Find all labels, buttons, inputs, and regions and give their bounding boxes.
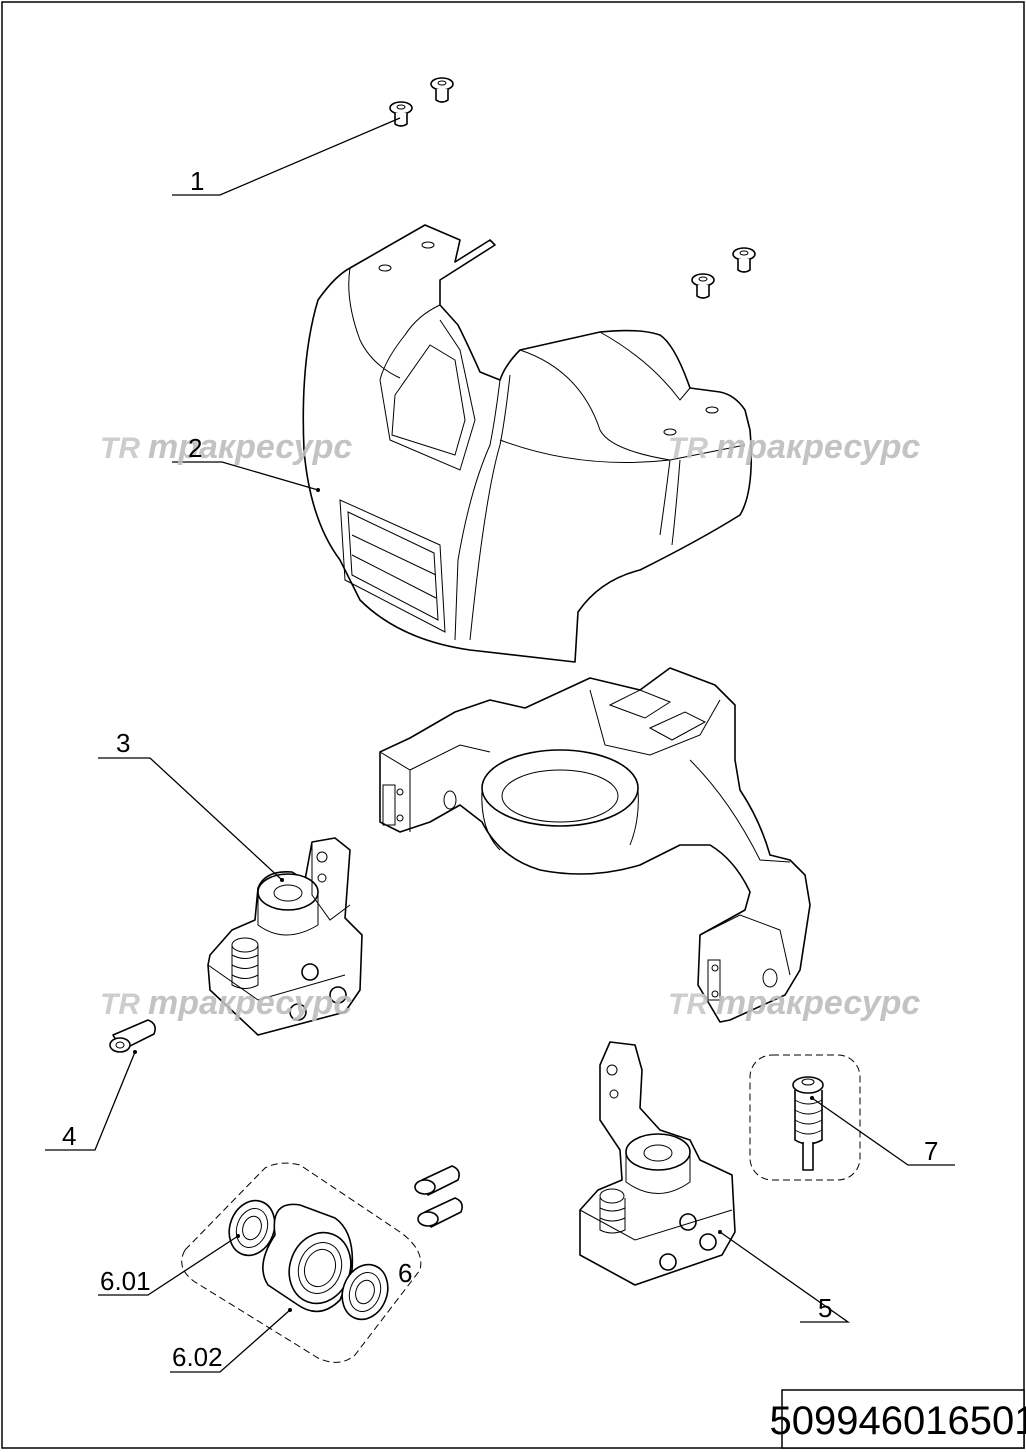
part-7-adjuster: [749, 1054, 861, 1181]
bearing-6-01-second: [341, 1263, 389, 1321]
bolts-pair-middle: [414, 1165, 463, 1228]
callout-2: 2: [188, 433, 202, 463]
callout-1: 1: [190, 166, 204, 196]
callout-6-01: 6.01: [100, 1266, 151, 1296]
watermark-3: TR тракресурс: [100, 984, 352, 1022]
drawing-code-box: 509946016501: [770, 1389, 1026, 1449]
callout-4: 4: [62, 1121, 76, 1151]
bearing-6-01: [228, 1199, 276, 1257]
watermark-logo: TR: [668, 432, 708, 465]
callout-7: 7: [924, 1136, 938, 1166]
watermark-text: тракресурс: [148, 428, 352, 466]
drawing-code: 509946016501: [770, 1399, 1026, 1443]
part-2-cover: [302, 224, 752, 663]
roller-6-02: [262, 1203, 354, 1313]
watermark-logo: TR: [100, 432, 140, 465]
watermark-logo: TR: [668, 988, 708, 1021]
part-1-bolts-right: [691, 247, 756, 299]
watermark-logo: TR: [100, 988, 140, 1021]
watermark-1: TR тракресурс: [100, 428, 352, 466]
callout-6: 6: [398, 1258, 412, 1288]
part-1-bolts-top: [389, 77, 454, 127]
part-6-roller-assembly: [181, 1162, 422, 1363]
watermark-text: тракресурс: [716, 984, 920, 1022]
callout-3: 3: [116, 728, 130, 758]
leader-lines: [45, 117, 955, 1373]
part-5-mount: [579, 1041, 736, 1286]
watermark-4: TR тракресурс: [668, 984, 920, 1022]
callout-6-02: 6.02: [172, 1342, 223, 1372]
frame-assembly: [379, 667, 811, 1023]
part-4-bolt: [109, 1019, 156, 1053]
watermark-text: тракресурс: [716, 428, 920, 466]
callout-5: 5: [818, 1293, 832, 1323]
watermark-text: тракресурс: [148, 984, 352, 1022]
part-3-mount: [207, 837, 363, 1036]
watermark-2: TR тракресурс: [668, 428, 920, 466]
